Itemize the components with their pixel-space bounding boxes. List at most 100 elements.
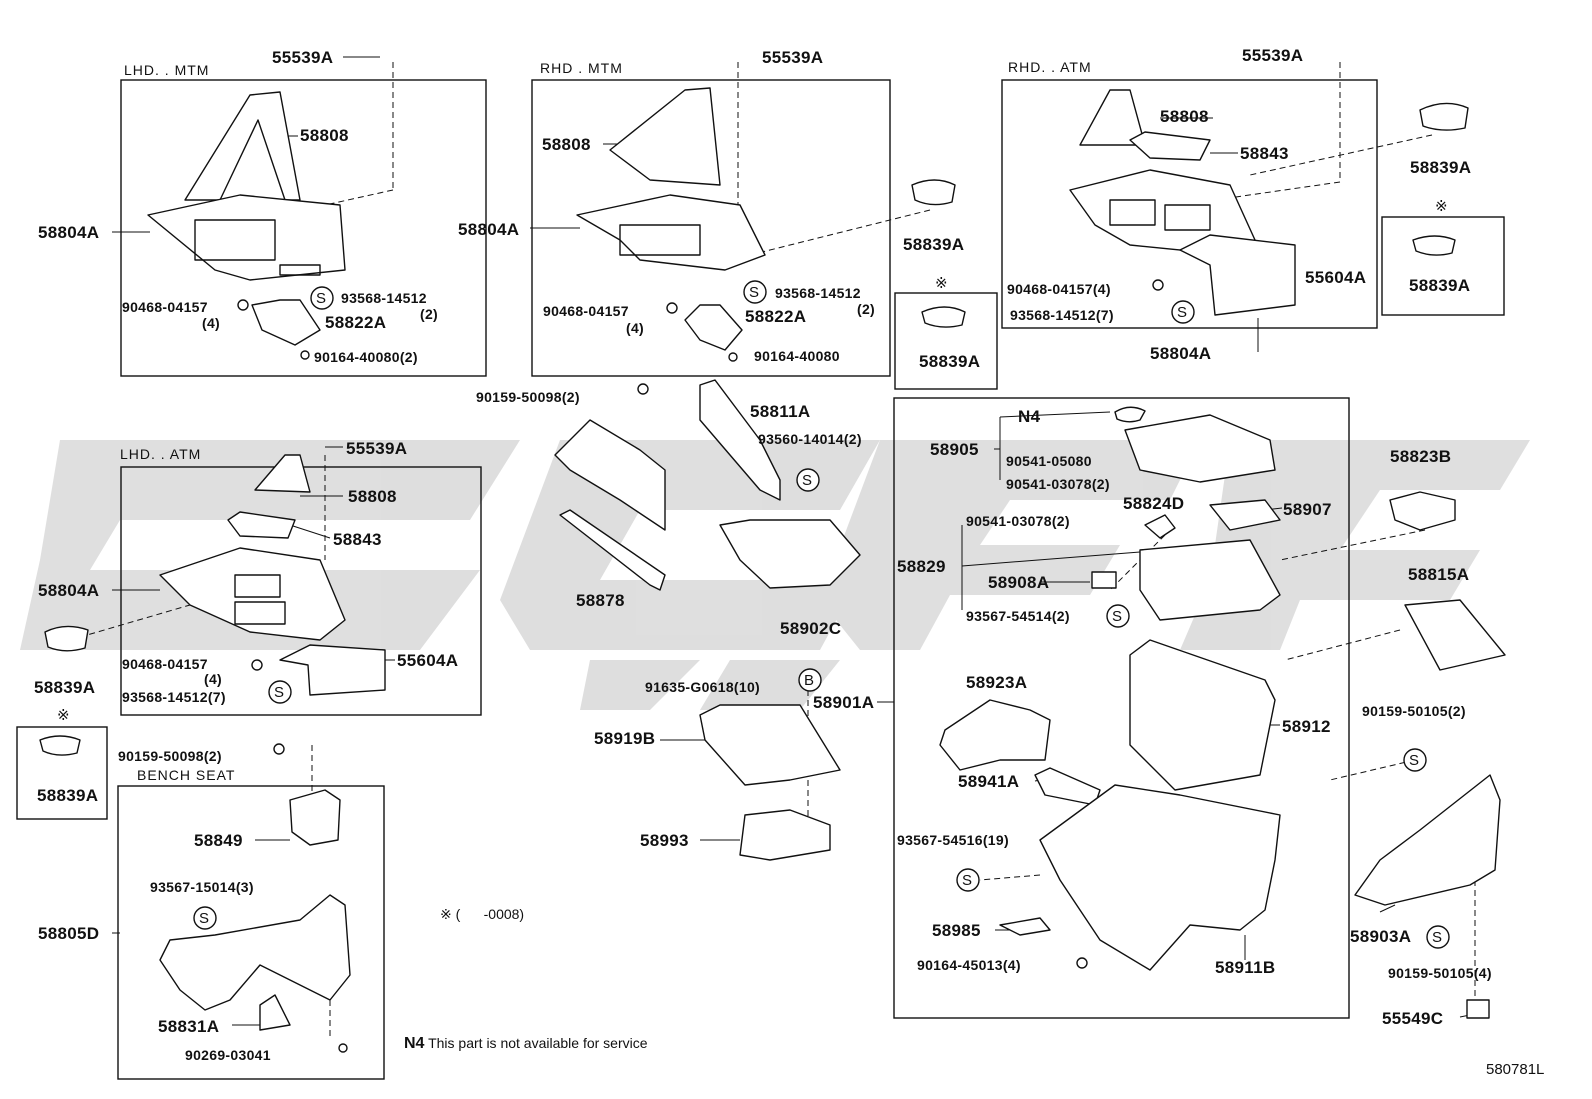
n4-note: N4 This part is not available for servic… [404,1036,648,1052]
part-label: 93568-14512 [775,285,861,301]
part-label: 58805D [38,924,100,943]
box-58839a-small-1 [894,292,998,390]
part-label: 58831A [158,1017,220,1036]
box-58839a-small-3 [16,726,108,820]
side-bracket [554,419,666,531]
box-rhd-atm [1001,79,1378,329]
part-label: 58839A [1409,276,1471,295]
header-bench-seat: BENCH SEAT [137,767,236,783]
part-label: 90269-03041 [185,1047,271,1063]
part-label: 58843 [333,530,382,549]
screw-symbol: S [199,910,210,927]
part-label: 58808 [348,487,397,506]
part-label: 93567-54514(2) [966,608,1070,624]
shift-bracket [251,299,321,346]
part-label: 90468-04157 [543,303,629,319]
part-label: 58905 [930,440,979,459]
bolt-symbol: B [804,672,815,689]
reference-mark: ※ [935,275,948,292]
part-label: 90159-50098(2) [476,389,580,405]
screw-symbol: S [749,284,760,301]
part-label: 58849 [194,831,243,850]
part-label: 58941A [958,772,1020,791]
screw-symbol: S [274,684,285,701]
part-label: 90468-04157(4) [1007,281,1111,297]
part-label: 55539A [1242,46,1304,65]
box-lhd-mtm [120,79,487,377]
part-label: 93567-54516(19) [897,832,1009,848]
part-label: 58822A [325,313,387,332]
part-label: 58808 [300,126,349,145]
part-label: 55549C [1382,1009,1444,1028]
header-lhd-mtm: LHD. . MTM [124,62,210,78]
console-panel [147,194,346,281]
part-label: 58908A [988,573,1050,592]
screw-symbol: S [1112,608,1123,625]
not-serviceable-marker: N4 [1018,407,1041,426]
part-label: 58903A [1350,927,1412,946]
part-label: (4) [626,320,645,336]
part-label: 91635-G0618(10) [645,679,761,695]
part-label: 90159-50105(4) [1388,965,1492,981]
screw-symbol: S [1177,304,1188,321]
part-label: 58902C [780,619,842,638]
screw-symbol: S [962,872,973,889]
n4-note-prefix: N4 [404,1035,425,1052]
part-label: 90541-03078(2) [966,513,1070,529]
part-label: (2) [420,306,439,322]
shift-boot [184,91,301,201]
part-label: 58839A [919,352,981,371]
screw-symbol: S [1409,752,1420,769]
box-58839a-small-2 [1381,216,1505,316]
part-label: 58919B [594,729,656,748]
part-label: 90159-50105(2) [1362,703,1466,719]
part-label: 93568-14512(7) [122,689,226,705]
part-label: 93567-15014(3) [150,879,254,895]
header-rhd-atm: RHD. . ATM [1008,59,1092,75]
part-label: 58804A [38,223,100,242]
box-console [893,397,1350,1019]
part-label: 58808 [542,135,591,154]
part-label: 58804A [38,581,100,600]
part-label: 58808 [1160,107,1209,126]
part-label: 90541-03078(2) [1006,476,1110,492]
screw-symbol: S [802,472,813,489]
part-label: 58993 [640,831,689,850]
part-label: 58829 [897,557,946,576]
part-label: 93568-14512(7) [1010,307,1114,323]
part-label: 58804A [1150,344,1212,363]
part-label: 58815A [1408,565,1470,584]
screw-symbol: S [1432,929,1443,946]
part-label: 90541-05080 [1006,453,1092,469]
part-label: 58811A [750,402,811,421]
footnote-date-range: ※ ( -0008) [440,906,525,922]
part-label: 55604A [397,651,459,670]
part-label: 90164-40080 [754,348,840,364]
part-label: 90164-45013(4) [917,957,1021,973]
part-label: 58878 [576,591,625,610]
part-label: 90468-04157 [122,299,208,315]
n4-note-text: This part is not available for service [428,1035,648,1051]
part-label: 93568-14512 [341,290,427,306]
part-label: 58923A [966,673,1028,692]
part-label: (4) [202,315,221,331]
part-label: 55604A [1305,268,1367,287]
figure-code: 580781L [1486,1061,1545,1078]
part-label: 58839A [1410,158,1472,177]
part-label: 58843 [1240,144,1289,163]
part-label: 58822A [745,307,807,326]
part-label: 55539A [346,439,408,458]
part-label: (4) [204,671,223,687]
part-label: 58804A [458,220,520,239]
part-label: 90159-50098(2) [118,748,222,764]
header-lhd-atm: LHD. . ATM [120,446,202,462]
part-label: 58839A [34,678,96,697]
reference-mark: ※ [1435,198,1448,215]
part-label: 90164-40080(2) [314,349,418,365]
part-label: 58839A [37,786,99,805]
part-label: 58901A [813,693,875,712]
part-label: 58907 [1283,500,1332,519]
part-label: 58911B [1215,958,1276,977]
